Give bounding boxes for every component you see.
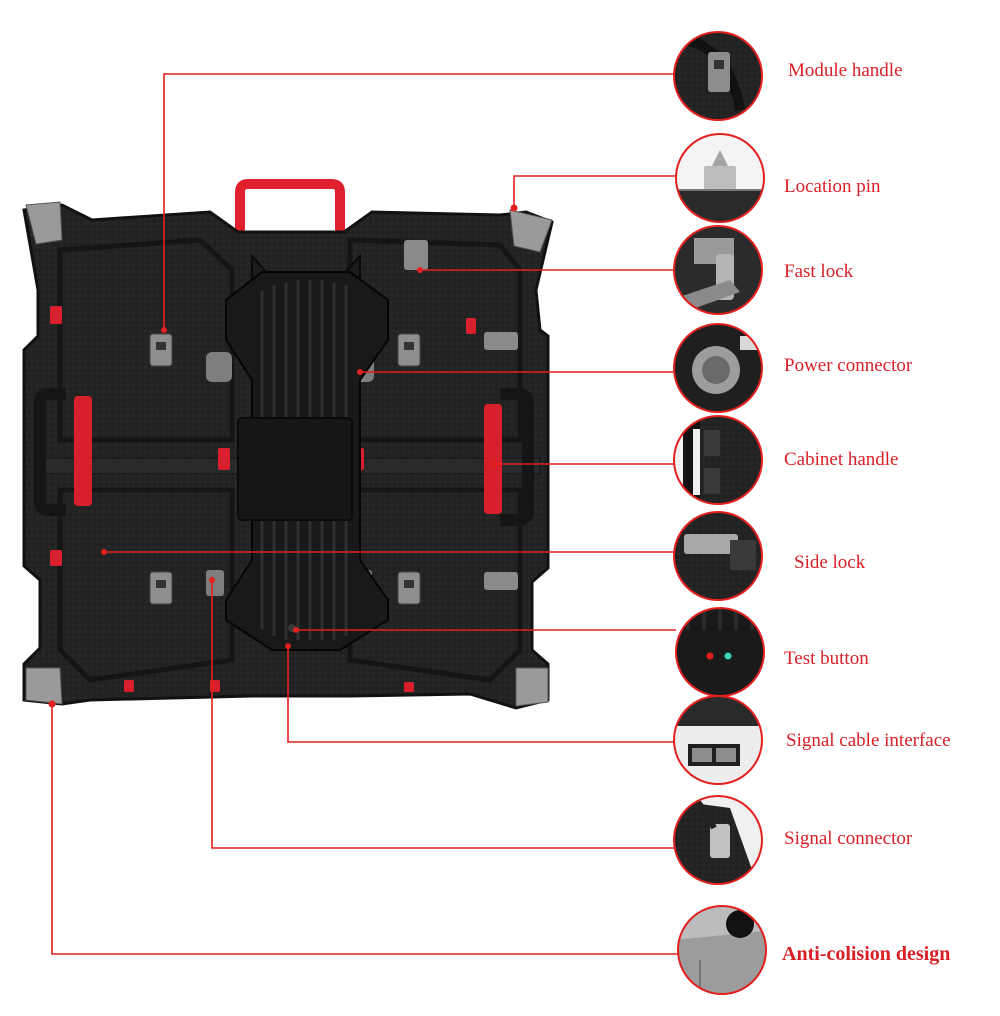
corner-bracket-bottom-right xyxy=(515,667,549,707)
frame-rib-lower-left xyxy=(57,487,235,683)
fast-lock-part[interactable] xyxy=(404,240,428,270)
side-lock-part-right xyxy=(484,572,518,590)
frame-rib-left xyxy=(57,237,235,443)
location-pin-icon xyxy=(675,133,765,223)
leader-location-pin xyxy=(513,175,676,208)
anti-collision-icon xyxy=(677,905,767,995)
label-module-handle: Module handle xyxy=(788,60,903,81)
cabinet-handle-left[interactable] xyxy=(34,388,66,516)
top-carry-handle[interactable] xyxy=(235,179,345,232)
leader-anti-collision xyxy=(51,704,678,955)
label-side-lock: Side lock xyxy=(794,552,866,573)
test-button-icon xyxy=(675,607,765,697)
callout-labels: Module handle Location pin Fast lock Pow… xyxy=(782,60,951,965)
label-fast-lock: Fast lock xyxy=(784,261,854,282)
cabinet-handle-right-grip[interactable] xyxy=(484,404,502,514)
power-connector-icon xyxy=(673,323,763,413)
module-handle-slots xyxy=(156,342,414,588)
label-cabinet-handle: Cabinet handle xyxy=(784,449,899,470)
led-cabinet xyxy=(22,179,554,710)
side-lock-icon xyxy=(673,511,763,601)
cabinet-handle-icon xyxy=(673,415,763,505)
label-signal-cable-interface: Signal cable interface xyxy=(786,730,951,751)
corner-bracket-top-right xyxy=(509,209,553,253)
signal-connector-part-left[interactable] xyxy=(206,570,224,596)
power-connector-part-left xyxy=(206,352,232,382)
side-lock-part-top-right xyxy=(484,332,518,350)
signal-cable-interface-icon xyxy=(673,695,763,785)
leader-dots xyxy=(48,204,518,708)
leader-signal-connector xyxy=(211,580,674,849)
corner-bracket-bottom-left xyxy=(25,667,63,705)
label-location-pin: Location pin xyxy=(784,176,881,197)
cabinet-handle-right[interactable] xyxy=(500,388,534,526)
leader-module-handle xyxy=(163,73,674,330)
label-signal-connector: Signal connector xyxy=(784,828,913,849)
module-handle-icon xyxy=(673,31,763,121)
leader-lines xyxy=(51,73,678,955)
label-anti-collision-design: Anti-colision design xyxy=(782,943,950,965)
leader-signal-cable-interface xyxy=(287,646,674,743)
power-unit-cover-plate xyxy=(237,417,353,521)
corner-bracket-top-left xyxy=(25,201,63,245)
cabinet-handle-left-grip[interactable] xyxy=(74,396,92,506)
label-test-button: Test button xyxy=(784,648,869,669)
signal-connector-icon xyxy=(673,795,763,885)
fast-lock-icon xyxy=(673,225,763,315)
label-power-connector: Power connector xyxy=(784,355,913,376)
